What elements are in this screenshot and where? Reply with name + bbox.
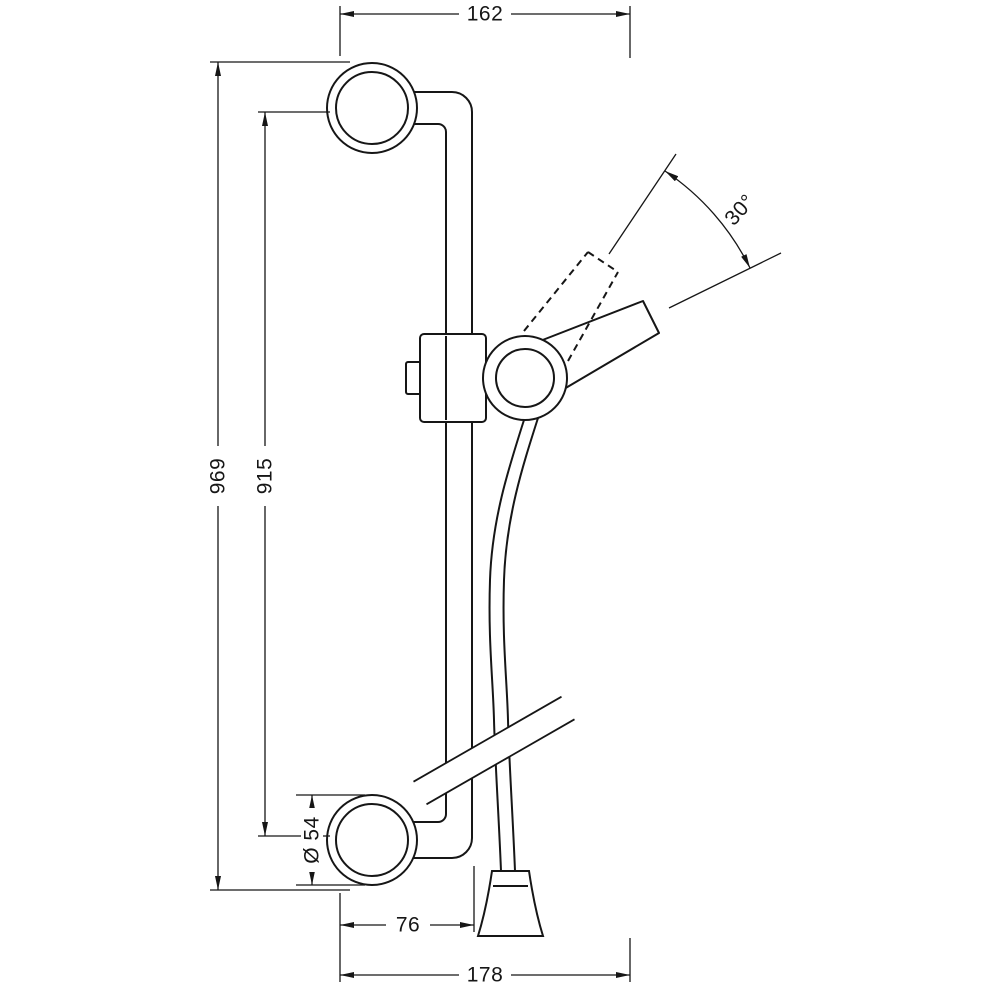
label-mask-dia54: [301, 808, 323, 872]
hose-left-edge: [488, 419, 525, 872]
dimensions: [210, 6, 782, 982]
top-escutcheon-outer-circle: [326, 62, 418, 154]
label-mask-969: [207, 446, 229, 506]
hose-right-edge: [502, 417, 539, 872]
slide-bar-outer-contour: [372, 91, 473, 859]
hose-cone-outline: [476, 870, 545, 937]
slide-bar: [372, 91, 473, 859]
holder-ring-inner-circle: [495, 348, 555, 408]
holder-dashed-right-edge: [567, 271, 619, 362]
dim-top-width-label: 162: [467, 3, 504, 26]
dim-escutcheon-diameter-label: Ø 54: [301, 816, 324, 864]
dim-bottom-offset-label: 76: [396, 914, 420, 937]
dimension-labels: 162 969 915 Ø 54 76 178 30°: [207, 3, 760, 987]
bottom-wall-mount: [326, 794, 418, 886]
slide-bar-inner-contour: [372, 123, 447, 823]
holder-dashed-tip: [587, 251, 619, 273]
holder-dashed-position: [523, 251, 619, 362]
holder-dashed-left-edge: [523, 251, 589, 332]
label-mask-178: [459, 964, 511, 986]
break-line-upper: [413, 695, 562, 783]
break-mask: [413, 696, 575, 805]
slider-unit: [405, 333, 487, 423]
label-mask-162: [459, 3, 511, 25]
bottom-escutcheon-outer-circle: [326, 794, 418, 886]
hose-conical-end: [476, 870, 545, 937]
ext-line-angle-actual-axis: [668, 252, 782, 309]
break-line-lower: [426, 718, 575, 806]
top-escutcheon-inner-circle: [335, 71, 409, 145]
dim-overall-height-label: 969: [207, 458, 230, 495]
dim-bottom-width-label: 178: [467, 964, 504, 987]
shower-hose: [488, 417, 539, 872]
dim-arc-holder-angle: [664, 170, 751, 269]
label-mask-915: [254, 446, 276, 506]
dim-rail-height-label: 915: [254, 458, 277, 495]
slider-body: [419, 333, 487, 423]
top-wall-mount: [326, 62, 418, 154]
bottom-escutcheon-inner-circle: [335, 803, 409, 877]
ext-line-angle-dashed-axis: [608, 153, 677, 255]
holder-ring: [482, 335, 568, 421]
dim-holder-angle-label: 30°: [720, 190, 759, 230]
break-symbol: [413, 695, 575, 806]
label-mask-76: [386, 914, 430, 936]
